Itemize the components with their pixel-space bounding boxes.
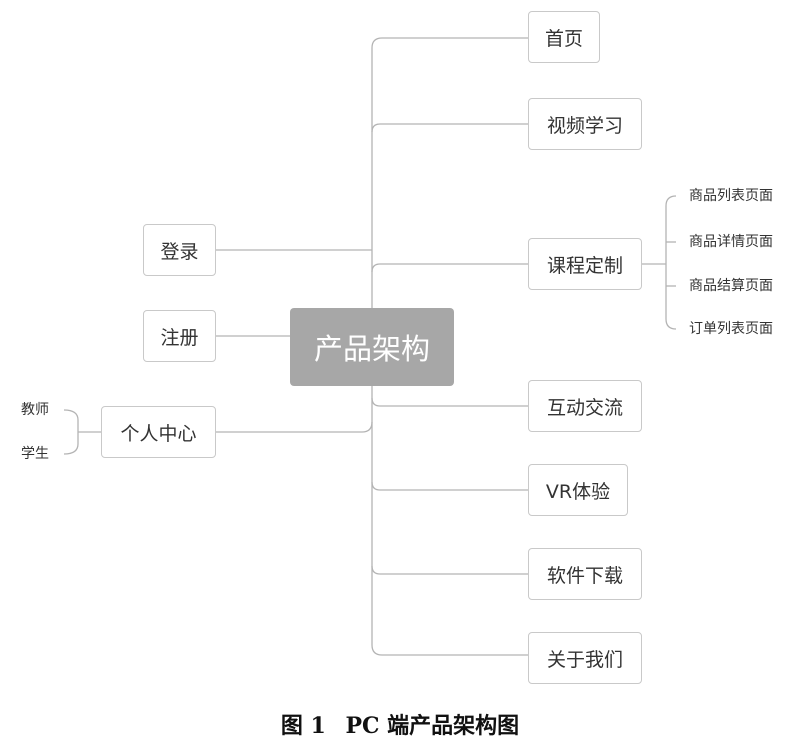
node-about-us: 关于我们 xyxy=(528,632,642,684)
branch-line xyxy=(63,409,79,455)
node-login: 登录 xyxy=(143,224,216,276)
branch-line xyxy=(371,123,528,133)
leaf-order-list: 订单列表页面 xyxy=(689,321,773,337)
node-home: 首页 xyxy=(528,11,600,63)
figure-caption: 图 1 PC 端产品架构图 xyxy=(0,708,800,740)
node-interaction: 互动交流 xyxy=(528,380,642,432)
branch-line xyxy=(371,481,528,491)
leaf-product-detail: 商品详情页面 xyxy=(689,234,773,250)
node-personal-center: 个人中心 xyxy=(101,406,216,458)
node-vr-experience: VR体验 xyxy=(528,464,628,516)
center-node: 产品架构 xyxy=(290,308,454,386)
product-architecture-diagram: 产品架构 首页 视频学习 课程定制 互动交流 VR体验 软件下载 关于我们 登录… xyxy=(21,11,773,684)
branch-line xyxy=(371,263,528,273)
figure-title: PC 端产品架构图 xyxy=(345,713,520,739)
branch-line xyxy=(665,195,677,330)
leaf-teacher: 教师 xyxy=(21,402,49,418)
branch-line xyxy=(371,565,528,575)
figure-label: 图 1 xyxy=(280,713,326,739)
branch-line xyxy=(371,397,528,407)
branch-line xyxy=(216,421,373,433)
leaf-product-list: 商品列表页面 xyxy=(689,188,773,204)
node-video-learning: 视频学习 xyxy=(528,98,642,150)
leaf-product-checkout: 商品结算页面 xyxy=(689,278,773,294)
node-register: 注册 xyxy=(143,310,216,362)
leaf-student: 学生 xyxy=(21,446,49,462)
node-software-download: 软件下载 xyxy=(528,548,642,600)
node-course-customization: 课程定制 xyxy=(528,238,642,290)
